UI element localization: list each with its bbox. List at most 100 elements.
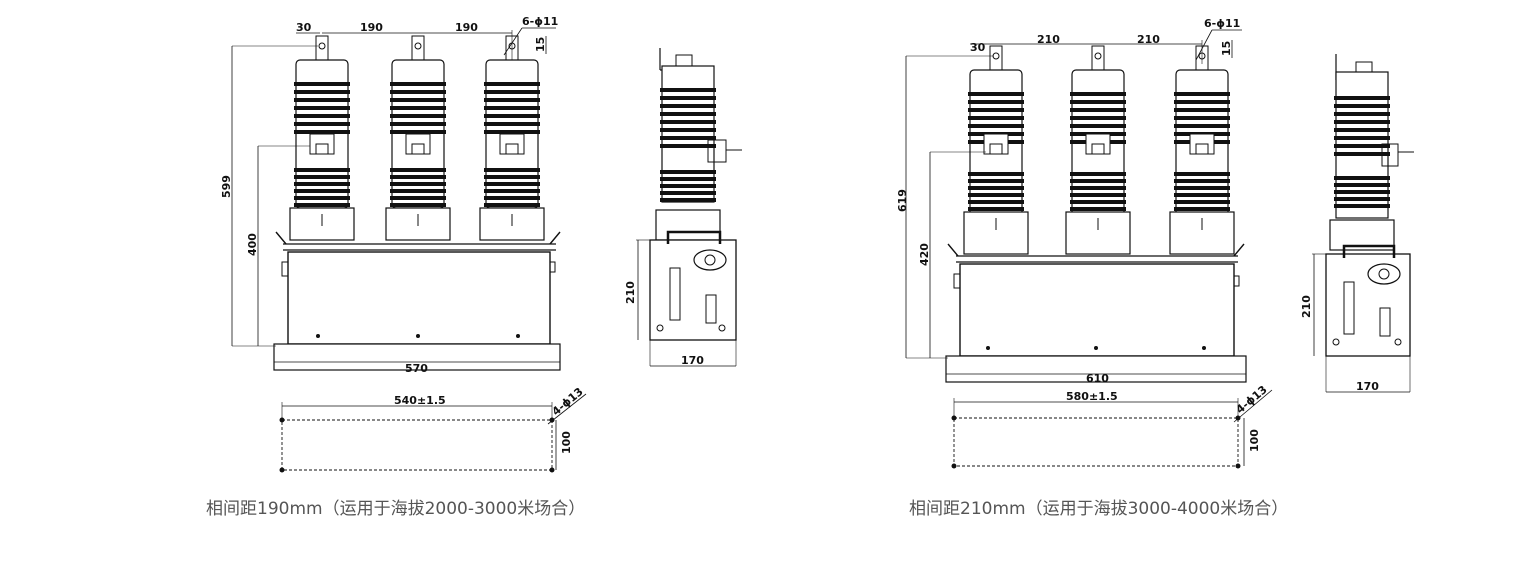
shed [660, 184, 716, 188]
shed [294, 98, 350, 102]
caption-right: 相间距210mm（运用于海拔3000-4000米场合） [909, 499, 1289, 519]
dim-hole-note: 6-ϕ11 [522, 15, 558, 28]
contact-block [411, 143, 425, 155]
shed [294, 168, 350, 172]
contact-block [1195, 143, 1209, 155]
bolt [1394, 338, 1402, 346]
shed [660, 88, 716, 92]
side-flange-hole [704, 254, 716, 266]
shed [968, 124, 1024, 128]
shed [660, 144, 716, 148]
shed [1334, 204, 1390, 208]
shed [660, 128, 716, 132]
shed [1334, 136, 1390, 140]
left-drawing-set: 30 190 190 6-ϕ11 15 599 400 570 [220, 15, 742, 473]
contact-block [989, 143, 1003, 155]
top-terminal [675, 54, 693, 68]
shed [1070, 200, 1126, 204]
shed [660, 112, 716, 116]
shed [390, 98, 446, 102]
shed [1334, 128, 1390, 132]
left-front-view: 30 190 190 6-ϕ11 15 599 400 570 [220, 15, 561, 375]
shed [1334, 144, 1390, 148]
bolt [516, 334, 520, 338]
shed [390, 168, 446, 172]
shed [1334, 104, 1390, 108]
dim-base-width: 610 [1086, 372, 1109, 385]
side-contact-arm [1381, 143, 1399, 167]
shed [294, 189, 350, 193]
right-mount-plan: 580±1.5 4-ϕ13 100 [951, 383, 1273, 469]
dim-terminal-height: 15 [534, 37, 547, 52]
mount-hole [1235, 463, 1241, 469]
shed [1174, 116, 1230, 120]
side-flange [1367, 263, 1401, 285]
shed [1334, 197, 1390, 201]
mount-hole [279, 467, 285, 473]
insulator-group [289, 35, 545, 241]
side-lug [281, 261, 289, 277]
side-contact-arm [707, 139, 727, 163]
shed [968, 207, 1024, 211]
dim-base-width: 570 [405, 362, 428, 375]
bolt [1094, 346, 1098, 350]
shed [1070, 186, 1126, 190]
shed [1174, 193, 1230, 197]
insulator-pole [479, 35, 545, 241]
side-handle [666, 230, 722, 244]
shed [1334, 190, 1390, 194]
lifting-hook-right [1233, 243, 1245, 257]
insulator-pole [1065, 45, 1131, 255]
base-plate [273, 343, 561, 371]
side-terminal-block [669, 267, 681, 321]
shed [660, 170, 716, 174]
shed [1334, 120, 1390, 124]
bolt [656, 324, 664, 332]
bolt [416, 334, 420, 338]
shed [968, 200, 1024, 204]
dim-pitch-1: 210 [1037, 33, 1060, 46]
shed [968, 186, 1024, 190]
leader-line [1195, 29, 1213, 61]
base-plate [945, 355, 1247, 383]
dim-mount-hole-note: 4-ϕ13 [550, 385, 586, 418]
shed [294, 106, 350, 110]
caption-left: 相间距190mm（运用于海拔2000-3000米场合） [206, 499, 586, 519]
shed [1174, 179, 1230, 183]
shed [1174, 172, 1230, 176]
shed [660, 120, 716, 124]
dim-mount-width: 580±1.5 [1066, 390, 1118, 403]
dim-pitch-1: 190 [360, 21, 383, 34]
shed [484, 189, 540, 193]
shed [390, 90, 446, 94]
side-insulator-sheds [1334, 96, 1390, 208]
shed [390, 106, 446, 110]
dim-side-width: 170 [681, 354, 704, 367]
shed [294, 175, 350, 179]
shed [968, 193, 1024, 197]
shed [390, 114, 446, 118]
shed [390, 175, 446, 179]
shed [968, 179, 1024, 183]
leader-line [503, 27, 523, 56]
dim-mount-width: 540±1.5 [394, 394, 446, 407]
right-side-view: 210 170 [1300, 54, 1414, 393]
side-terminal-block [1379, 307, 1391, 337]
dim-total-height: 619 [896, 189, 909, 212]
shed [1174, 207, 1230, 211]
side-lug [953, 273, 961, 289]
shed [294, 82, 350, 86]
shed [484, 168, 540, 172]
shed [660, 198, 716, 202]
side-lug [549, 261, 556, 273]
dim-edge-offset: 30 [296, 21, 312, 34]
shed [390, 203, 446, 207]
shed [1070, 193, 1126, 197]
dim-pitch-2: 190 [455, 21, 478, 34]
top-terminal [989, 45, 1003, 71]
side-flange [693, 249, 727, 271]
mechanism-box [959, 263, 1235, 357]
shed [1334, 96, 1390, 100]
shed [660, 104, 716, 108]
